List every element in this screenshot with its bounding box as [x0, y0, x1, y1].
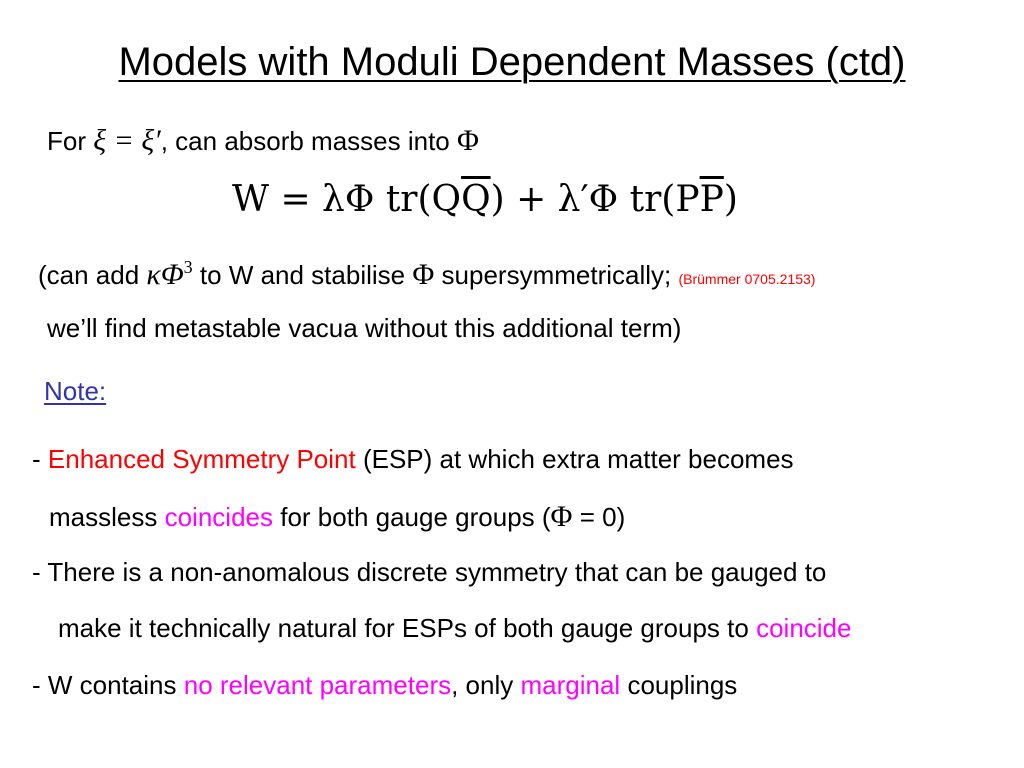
coincide-highlight: coincide [756, 613, 852, 643]
w-contains-text: - W contains [32, 670, 177, 700]
absorb-text: , can absorb masses into [160, 126, 450, 156]
superpotential-end: ) [723, 179, 738, 220]
phi-symbol-2: Φ [412, 258, 435, 291]
superpotential-mid: ) + λ′Φ tr(P [490, 179, 700, 220]
can-add-text: (can add [38, 260, 140, 290]
coincides-highlight: coincides [164, 502, 273, 532]
bullet1-line2: massless coincides for both gauge groups… [49, 500, 625, 534]
citation: (Brümmer 0705.2153) [678, 271, 816, 287]
p-bar: P [699, 179, 724, 220]
stabilise-text: to W and stabilise [199, 260, 406, 290]
slide-title: Models with Moduli Dependent Masses (ctd… [118, 40, 906, 84]
bullet1-rest: (ESP) at which extra matter becomes [362, 444, 794, 474]
bullet3-line: - W contains no relevant parameters, onl… [32, 670, 737, 701]
bullet1-line1: - Enhanced Symmetry Point (ESP) at which… [32, 444, 794, 475]
bullet2-line2: make it technically natural for ESPs of … [58, 613, 851, 644]
only-text: , only [451, 670, 514, 700]
phi-symbol: Φ [457, 124, 479, 157]
xi-equation: ξ = ξ′ [93, 124, 161, 157]
exponent: 3 [183, 257, 193, 277]
paren-note-line1: (can add κΦ3 to W and stabilise Φ supers… [38, 257, 815, 292]
kappa-phi-term: κΦ3 [146, 257, 193, 291]
susy-text: supersymmetrically; [441, 260, 672, 290]
equals-zero-text: = 0) [579, 502, 626, 532]
massless-text: massless [49, 502, 158, 532]
no-relevant-parameters-highlight: no relevant parameters [183, 670, 452, 700]
phi-symbol-3: Φ [550, 500, 573, 533]
paren-note-line2: we’ll find metastable vacua without this… [47, 313, 682, 343]
superpotential-equation: W = λΦ tr(QQ) + λ′Φ tr(PP) [232, 178, 738, 220]
marginal-highlight: marginal [520, 670, 621, 700]
for-line: For ξ = ξ′, can absorb masses into Φ [47, 124, 479, 158]
note-label: Note: [44, 376, 107, 406]
bullet1-dash: - [32, 444, 41, 474]
q-bar: Q [461, 179, 491, 220]
bullet2-line1: - There is a non-anomalous discrete symm… [32, 557, 827, 587]
bullet2-line2-text: make it technically natural for ESPs of … [58, 613, 749, 643]
couplings-text: couplings [627, 670, 738, 700]
gauge-groups-text: for both gauge groups ( [280, 502, 551, 532]
for-text: For [47, 126, 86, 156]
superpotential-lhs: W = λΦ tr(Q [232, 179, 462, 220]
esp-highlight: Enhanced Symmetry Point [47, 444, 356, 474]
